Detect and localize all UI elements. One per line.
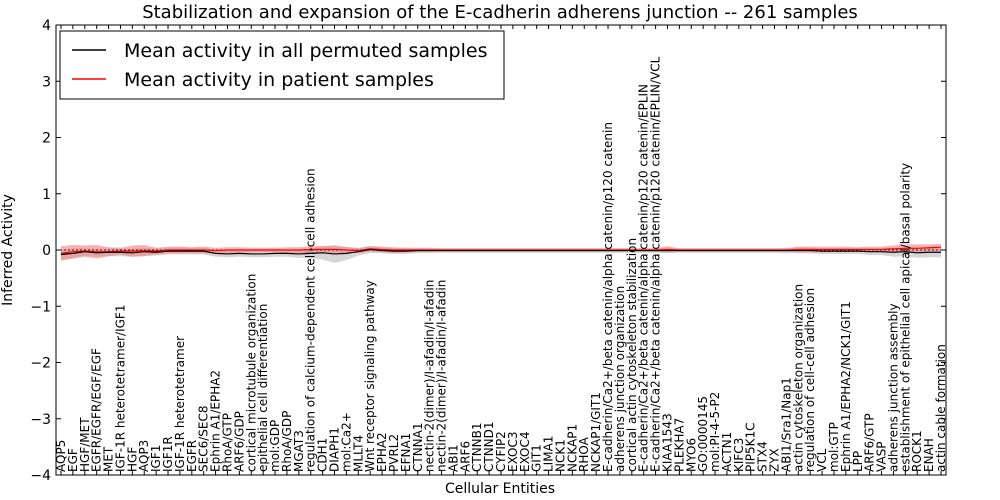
category-label: establishment of epithelial cell apical/… <box>898 163 912 472</box>
category-label: mol:GTP <box>827 422 841 472</box>
category-label: mol:GDP <box>268 420 282 472</box>
legend-box <box>59 30 505 100</box>
y-tick-labels: −4 −3 −2 −1 0 1 2 3 4 <box>30 18 51 484</box>
category-label: nectin-2(dimer)/I-afadin/I-afadin <box>423 280 437 472</box>
category-label: ROCK1 <box>910 430 924 472</box>
category-label: SEC6/SEC8 <box>197 406 211 472</box>
category-label: GIT1 <box>530 444 544 472</box>
y-tick-label: 1 <box>42 187 51 203</box>
legend-label: Mean activity in patient samples <box>124 69 434 91</box>
category-label: VASP <box>875 441 889 472</box>
category-label: cortical actin cytoskeleton stabilizatio… <box>625 238 639 472</box>
category-label: EXOC4 <box>518 432 532 473</box>
category-label: DIAPH1 <box>328 427 342 472</box>
y-tick-label: 0 <box>42 243 51 259</box>
category-label: CYFIP2 <box>494 431 508 472</box>
category-label: ZYX <box>768 448 782 472</box>
series-lines <box>60 246 942 256</box>
chart-title: Stabilization and expansion of the E-cad… <box>142 2 858 23</box>
category-label: ARF6/GTP <box>863 413 877 472</box>
category-label: EPHA2 <box>375 432 389 472</box>
legend: Mean activity in all permuted samplesMea… <box>59 30 505 100</box>
category-label: GO:0000145 <box>696 396 710 472</box>
category-label: AQP3 <box>137 440 151 472</box>
category-label: MGAT3 <box>292 430 306 472</box>
category-label: NCKAP1 <box>565 424 579 472</box>
category-label: MYO6 <box>684 438 698 472</box>
category-label: VCL <box>815 448 829 472</box>
category-label: Ephrin A1/EPHA2 <box>209 370 223 472</box>
x-axis-label: Cellular Entities <box>445 481 555 497</box>
category-label: KIFC3 <box>732 438 746 472</box>
y-axis-label: Inferred Activity <box>0 194 16 306</box>
category-label: PIP5K1C <box>744 422 758 472</box>
category-label: EGFR/EGFR/EGF/EGF <box>90 348 104 472</box>
y-tick-label: −1 <box>30 299 51 315</box>
category-label: EGFR <box>185 440 199 472</box>
category-label: E-cadherin/Ca2+/beta catenin/alpha caten… <box>637 84 651 472</box>
category-label: MET <box>102 446 116 472</box>
category-label: CTNND1 <box>482 421 496 472</box>
category-label: PLEKHA7 <box>672 418 686 472</box>
category-label: ARF6 <box>458 441 472 472</box>
category-label: NCKAP1/GIT1 <box>589 392 603 472</box>
y-tick-label: 2 <box>42 131 51 147</box>
category-label: CTNNA1 <box>411 422 425 472</box>
category-label: adherens junction organization <box>613 286 627 472</box>
category-label: adherens junction assembly <box>886 303 900 472</box>
category-label: MLLT4 <box>351 435 365 472</box>
category-label: regulation of calcium-dependent cell-cel… <box>304 168 318 472</box>
axis-ticks <box>56 24 946 476</box>
category-label: ARF6/GDP <box>232 411 246 472</box>
category-label: CDH1 <box>316 438 330 472</box>
category-label: RhoA/GTP <box>220 413 234 472</box>
series-line-permuted <box>60 248 941 256</box>
category-label: IGF1 <box>149 445 163 472</box>
category-label: Ephrin A1/EPHA2/NCK1/GIT1 <box>839 301 853 472</box>
category-label: E-cadherin/Ca2+/beta catenin/alpha caten… <box>601 122 615 472</box>
category-label: HGF <box>125 447 139 472</box>
category-label: IGF1R <box>161 436 175 472</box>
y-tick-label: −3 <box>30 412 51 428</box>
category-label: LIMA1 <box>542 436 556 472</box>
category-label: actin cable formation <box>934 344 948 472</box>
category-label: ABI1 <box>446 444 460 472</box>
y-tick-label: −4 <box>30 468 51 484</box>
category-label: NCK1 <box>553 439 567 472</box>
category-label: LPP <box>851 451 865 472</box>
y-tick-label: −2 <box>30 356 51 372</box>
category-label: cortical microtubule organization <box>244 274 258 472</box>
y-tick-label: 4 <box>42 18 51 34</box>
category-label: RHOA <box>577 436 591 472</box>
category-labels: AQP5EGFHGF/METEGFR/EGFR/EGF/EGFMETIGF-1R… <box>54 56 948 472</box>
category-label: KIAA1543 <box>660 413 674 472</box>
category-label: mol:Ca2+ <box>339 412 353 472</box>
category-label: E-cadherin/Ca2+/beta catenin/alpha caten… <box>649 56 663 472</box>
category-label: mol:PI-4-5-P2 <box>708 392 722 472</box>
category-label: epithelial cell differentiation <box>256 304 270 472</box>
y-tick-label: 3 <box>42 74 51 90</box>
category-label: regulation of cell-cell adhesion <box>803 288 817 472</box>
category-label: actin cytoskeleton organization <box>791 284 805 472</box>
category-label: STX4 <box>756 441 770 472</box>
category-label: RhoA/GDP <box>280 411 294 472</box>
band-patient <box>61 243 941 261</box>
category-label: IGF-1R heterotetramer/IGF1 <box>113 305 127 472</box>
category-label: AQP5 <box>54 440 68 472</box>
category-label: CTNNB1 <box>470 422 484 472</box>
category-label: EFNA1 <box>399 433 413 472</box>
category-label: EGF <box>66 448 80 472</box>
category-label: nectin-2(dimer)/I-afadin/I-afadin <box>435 280 449 472</box>
legend-label: Mean activity in all permuted samples <box>124 40 487 62</box>
category-label: PVRL2 <box>387 434 401 472</box>
category-label: Wnt receptor signaling pathway <box>363 280 377 472</box>
category-label: HGF/MET <box>78 417 92 472</box>
category-label: IGF-1R heterotetramer <box>173 336 187 472</box>
confidence-bands <box>61 243 941 263</box>
category-label: ABI1/Sra1/Nap1 <box>779 377 793 472</box>
category-label: ACTN1 <box>720 432 734 472</box>
category-label: ENAH <box>922 438 936 472</box>
category-label: EXOC3 <box>506 432 520 473</box>
